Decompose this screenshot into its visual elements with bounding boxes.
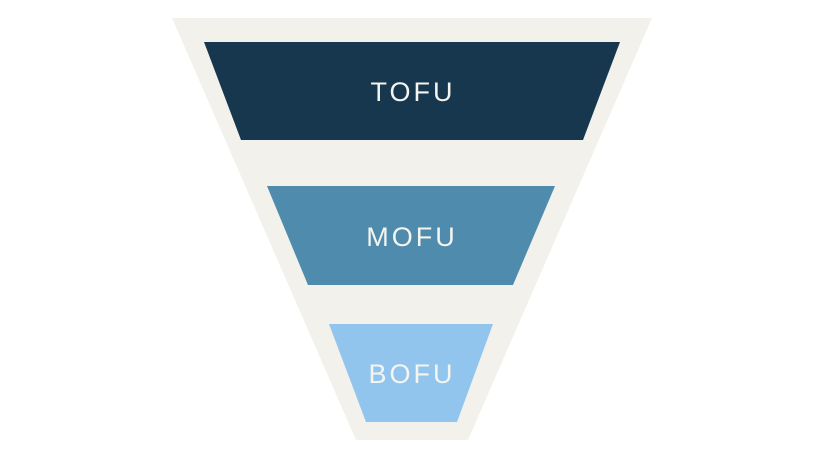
funnel-stage-bofu [329,324,493,422]
funnel-stage-mofu-label: MOFU [366,222,457,252]
funnel-stage-mofu [267,186,555,285]
funnel-stage-bofu-label: BOFU [368,359,455,389]
funnel-stage-tofu-label: TOFU [371,77,456,107]
funnel-stage-tofu [204,42,620,140]
